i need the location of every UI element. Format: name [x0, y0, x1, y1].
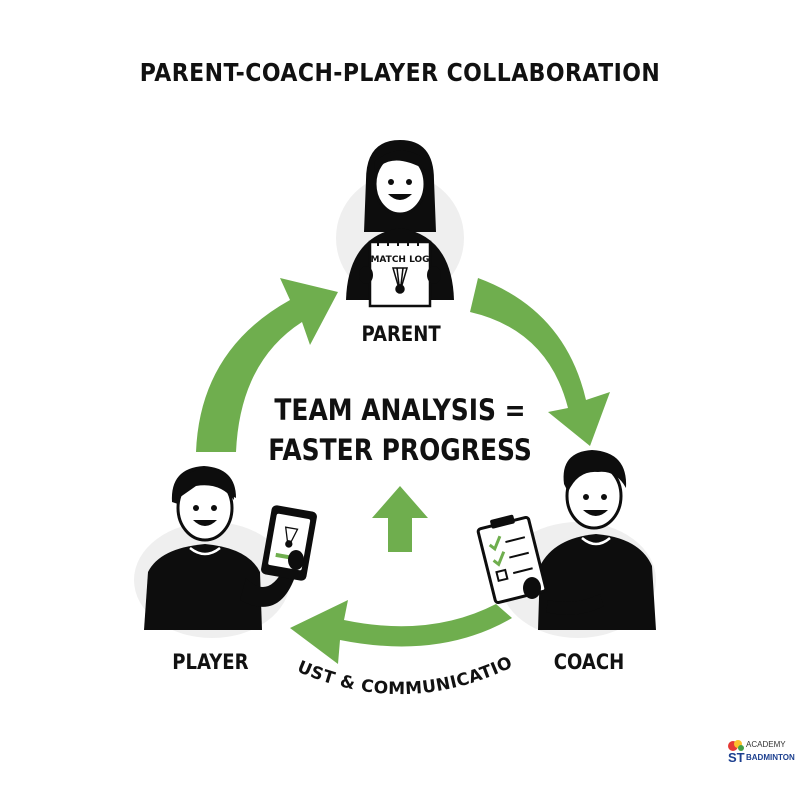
logo-academy-text: ACADEMY [746, 740, 786, 749]
match-log-label: MATCH LOG [370, 255, 429, 265]
logo-mark-icon [728, 740, 744, 751]
academy-logo: ACADEMY ST BADMINTON [722, 738, 795, 774]
cycle-arrows [196, 278, 610, 664]
center-message: TEAM ANALYSIS = FASTER PROGRESS [262, 390, 537, 470]
center-line-2: FASTER PROGRESS [268, 433, 532, 467]
checkmark-icon [488, 535, 506, 567]
logo-badminton-text: BADMINTON [746, 753, 795, 762]
parent-figure [346, 140, 454, 308]
center-up-arrow [372, 486, 428, 552]
center-line-1: TEAM ANALYSIS = [274, 393, 526, 427]
match-log-notebook [368, 240, 432, 308]
parent-label: PARENT [361, 322, 441, 346]
diagram-title: PARENT-COACH-PLAYER COLLABORATION [139, 58, 661, 87]
player-label: PLAYER [172, 650, 249, 674]
arrow-coach-to-player [290, 600, 512, 664]
phone-icon [261, 505, 317, 581]
shuttlecock-icon [391, 267, 409, 294]
coach-figure [476, 450, 656, 630]
logo-st-text: ST [728, 750, 745, 765]
coach-label: COACH [553, 650, 625, 674]
arrow-parent-to-coach [470, 278, 610, 446]
arrow-player-to-parent [196, 278, 338, 452]
player-figure [144, 466, 317, 630]
